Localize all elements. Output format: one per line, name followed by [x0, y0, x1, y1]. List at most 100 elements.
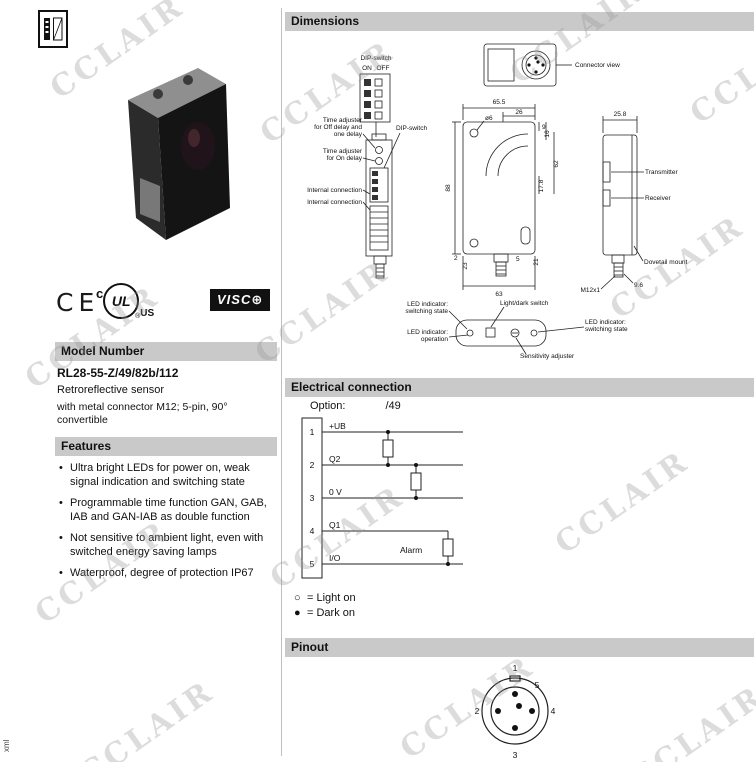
dip-on-label: ON	[362, 65, 372, 72]
bottom-view-drawing: LED indicator: switching state Light/dar…	[405, 300, 628, 360]
dim-16: 16	[544, 130, 551, 138]
legend-light-on: ○ = Light on	[294, 591, 356, 606]
side-view-left-drawing: Time adjuster for Off delay and one dela…	[307, 117, 427, 279]
pin-label: 0 V	[329, 487, 342, 497]
transmitter-label: Transmitter	[645, 169, 678, 176]
legend-text: = Dark on	[307, 607, 355, 619]
feature-item: Not sensitive to ambient light, even wit…	[57, 531, 275, 559]
pin-label: +UB	[329, 421, 346, 431]
dim-88: 88	[445, 184, 452, 192]
pinout-pin-number: 2	[475, 706, 480, 716]
time-adjuster-off-label: Time adjuster	[323, 117, 363, 124]
led-switching-state-label: switching state	[585, 326, 628, 333]
option-value: /49	[385, 400, 401, 412]
electrical-circuit-drawing: 1 2 3 4 5 +UB Q2 0 V Q1 I/O	[301, 417, 463, 579]
dim-25-8: 25.8	[614, 111, 627, 118]
pinout-pin-number: 5	[535, 680, 540, 690]
pinout-header: Pinout	[285, 638, 754, 657]
pin-label: Q2	[329, 454, 341, 464]
visco-text: VISC	[217, 292, 252, 307]
pin-number: 3	[310, 493, 315, 503]
option-row: Option: /49	[310, 400, 401, 412]
dip-switch-label: DIP-switch	[396, 125, 427, 132]
dovetail-mount-label: Dovetail mount	[644, 259, 688, 266]
product-photo	[100, 50, 240, 245]
alarm-resistor	[442, 531, 454, 566]
time-adjuster-off-label: for Off delay and	[314, 124, 362, 131]
dip-off-label: OFF	[377, 65, 390, 72]
dip-switch-detail-drawing: DIP-switch ON OFF	[359, 55, 392, 137]
edge-filename-text: xml	[2, 739, 11, 752]
sensor-photo-graphic	[128, 68, 230, 240]
option-label: Option:	[310, 400, 346, 412]
led-switching-state-label: switching state	[405, 308, 448, 315]
pin-number: 2	[310, 460, 315, 470]
ul-circle: UL ®	[103, 283, 141, 320]
pin-label: Q1	[329, 520, 341, 530]
connector-view-label: Connector view	[575, 62, 620, 69]
watermark: CCLAIR	[623, 678, 756, 762]
alarm-label: Alarm	[400, 545, 422, 555]
dim-23: 23	[462, 262, 469, 270]
watermark: CCLAIR	[73, 673, 222, 762]
switching-legend: ○ = Light on ● = Dark on	[294, 591, 356, 621]
light-on-symbol: ○	[294, 592, 301, 604]
connector-view-drawing: Connector view	[483, 43, 620, 87]
light-dark-switch-label: Light/dark switch	[500, 300, 549, 307]
dim-9: 9	[542, 124, 546, 131]
ul-mark: c UL ® US	[96, 283, 155, 320]
internal-connection-label: Internal connection	[307, 199, 362, 206]
pin-number: 5	[310, 559, 315, 569]
dim-9-6: 9.6	[634, 282, 643, 289]
features-header: Features	[55, 437, 277, 456]
feature-item: Programmable time function GAN, GAB, IAB…	[57, 496, 275, 524]
model-description: with metal connector M12; 5-pin, 90° con…	[57, 401, 228, 426]
dim-21: 21	[533, 258, 540, 266]
sensitivity-adjuster-label: Sensitivity adjuster	[520, 353, 575, 360]
led-operation-label: operation	[421, 336, 448, 343]
dim-65-5: 65.5	[493, 99, 506, 106]
time-adjuster-on-label: Time adjuster	[323, 148, 363, 155]
model-number-header: Model Number	[55, 342, 277, 361]
ul-registered-symbol: ®	[135, 313, 141, 320]
dip-switch-detail-label: DIP-switch	[360, 55, 391, 62]
product-category-icon	[38, 10, 68, 48]
model-subtitle: Retroreflective sensor	[57, 384, 164, 396]
column-divider	[281, 8, 282, 756]
features-list: Ultra bright LEDs for power on, weak sig…	[57, 461, 275, 587]
feature-item: Ultra bright LEDs for power on, weak sig…	[57, 461, 275, 489]
sensor-symbol-icon	[44, 17, 63, 41]
time-adjuster-on-label: for On delay	[327, 155, 363, 162]
pinout-pin-number: 3	[513, 750, 518, 760]
dim-5: 5	[516, 256, 520, 263]
visco-logo: VISC⊕	[210, 289, 271, 311]
dim-m12x1: M12x1	[580, 287, 600, 294]
receiver-label: Receiver	[645, 195, 671, 202]
electrical-connection-header: Electrical connection	[285, 378, 754, 397]
load-resistor	[382, 430, 394, 467]
dim-17-8: 17.8	[538, 179, 545, 192]
pinout-pin-number: 1	[513, 663, 518, 673]
ul-c-label: c	[96, 286, 104, 301]
pin-number: 1	[310, 427, 315, 437]
led-switching-state-label: LED indicator:	[585, 319, 626, 326]
model-number: RL28-55-Z/49/82b/112	[57, 366, 179, 380]
pin-number: 4	[310, 526, 315, 536]
load-resistor	[410, 463, 422, 500]
dim-hole-dia: ø6	[485, 115, 493, 122]
dark-on-symbol: ●	[294, 607, 301, 619]
led-switching-state-label: LED indicator:	[407, 301, 448, 308]
time-adjuster-off-label: one delay	[334, 131, 363, 138]
dim-26: 26	[515, 109, 523, 116]
legend-dark-on: ● = Dark on	[294, 606, 356, 621]
front-view-drawing: 65.5 26 ø6 88 9 16 17.8 62 2 23	[445, 99, 560, 298]
dimensions-drawing: DIP-switch ON OFF	[307, 43, 688, 360]
internal-connection-label: Internal connection	[307, 187, 362, 194]
side-view-right-drawing: 25.8 Transmitter Receiver Dovetail mount…	[580, 111, 687, 294]
legend-text: = Light on	[307, 592, 356, 604]
pinout-drawing: 1 2 3 4 5	[475, 663, 556, 760]
dimensions-header: Dimensions	[285, 12, 754, 31]
feature-item: Waterproof, degree of protection IP67	[57, 566, 275, 580]
ul-us-label: US	[140, 308, 155, 319]
